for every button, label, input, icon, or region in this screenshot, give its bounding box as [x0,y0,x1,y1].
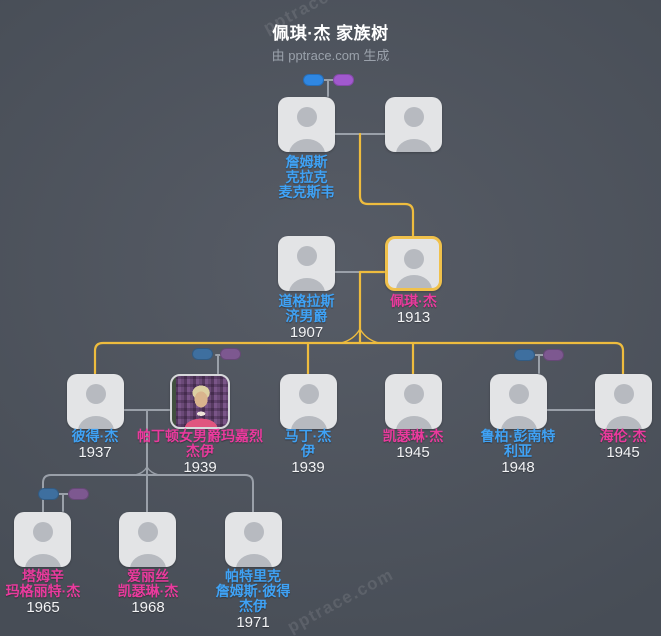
pill-female-icon[interactable] [220,348,241,360]
person-node-helen-jay[interactable] [595,374,652,429]
pill-male-icon[interactable] [38,488,59,500]
lineage-lines-yellow [93,132,625,376]
person-node-rupert-pennant-rea[interactable] [490,374,547,429]
pill-female-icon[interactable] [333,74,354,86]
person-node-unnamed-spouse[interactable] [385,97,442,152]
person-node-patrick-jay[interactable] [225,512,282,567]
person-node-catherine-jay[interactable] [385,374,442,429]
person-node-alice-jay[interactable] [119,512,176,567]
page-subtitle: 由 pptrace.com 生成 [271,48,390,63]
pill-male-icon[interactable] [303,74,324,86]
pill-female-icon[interactable] [543,349,564,361]
person-node-peggy-jay-selected[interactable] [385,236,442,291]
pill-female-icon[interactable] [68,488,89,500]
person-node-margaret-jay-photo[interactable] [170,374,230,429]
person-node-douglas-jay[interactable] [278,236,335,291]
person-node-james-clerk-maxwell[interactable] [278,97,335,152]
person-node-tamsin-jay[interactable] [14,512,71,567]
family-lines-gray [42,79,596,513]
person-node-martin-jay[interactable] [280,374,337,429]
person-node-peter-jay[interactable] [67,374,124,429]
pill-male-icon[interactable] [514,349,535,361]
page-title: 佩琪·杰 家族树 [272,24,389,43]
pill-male-icon[interactable] [192,348,213,360]
